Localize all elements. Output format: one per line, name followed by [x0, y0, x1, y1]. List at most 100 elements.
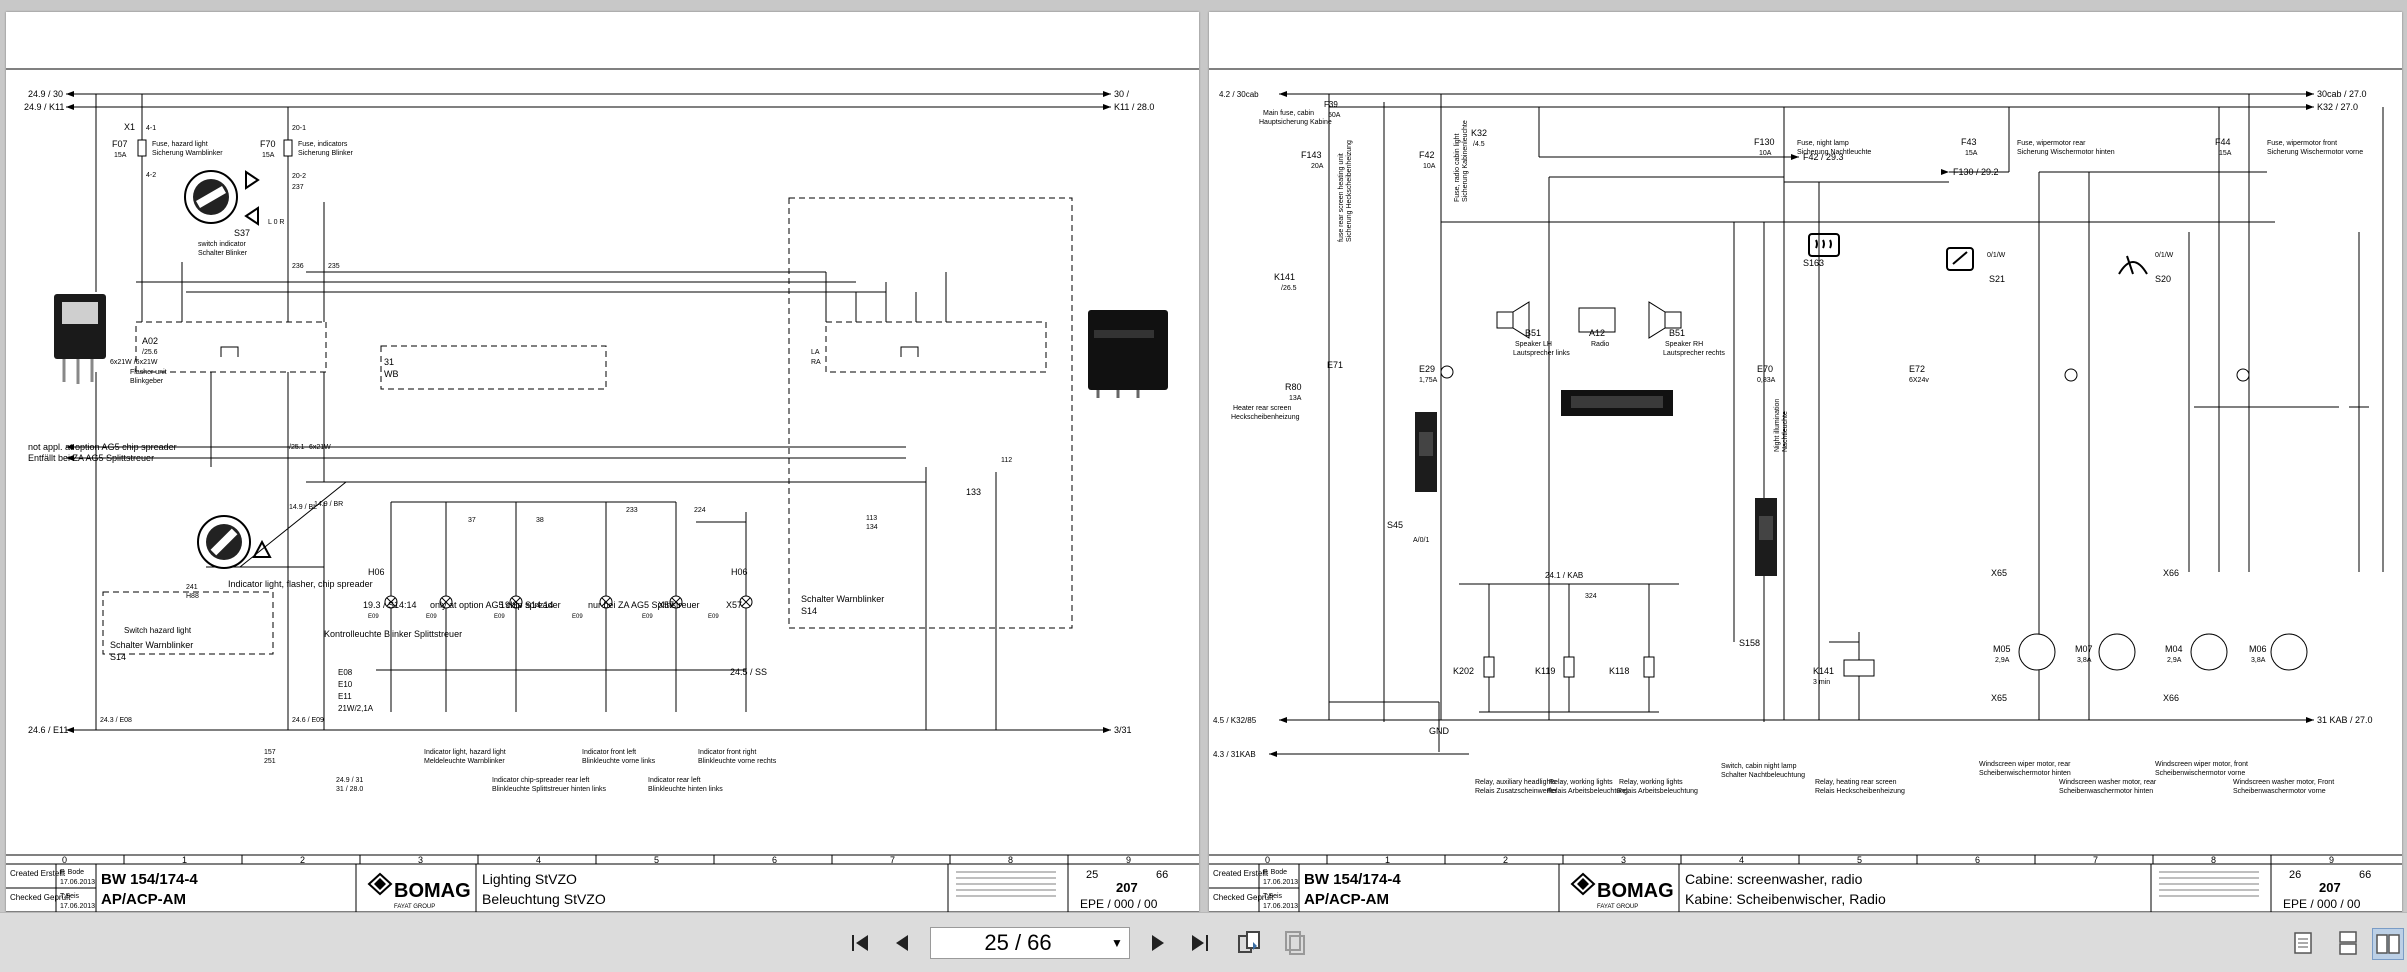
label-pin: 4-2 [146, 172, 156, 179]
column-label: 1 [182, 855, 187, 865]
label-f130-rating: 10A [1759, 150, 1772, 157]
label-fuse-night-en: Fuse, night lamp [1797, 140, 1849, 147]
label-k141: K141 [1274, 272, 1295, 282]
label-k32-ref: /4.5 [1473, 141, 1485, 148]
label-24-1-kab: 24.1 / KAB [1545, 571, 1583, 580]
variant: AP/ACP-AM [1304, 891, 1389, 908]
continuous-scroll-button[interactable] [2333, 928, 2363, 958]
page-total: 66 [2359, 869, 2371, 881]
label-f130: F130 [1754, 137, 1775, 147]
label-4-5-k32-85: 4.5 / K32/85 [1213, 716, 1257, 725]
label-31kab-27: 31 KAB / 27.0 [2317, 715, 2373, 725]
label-24-6-e11: 21W/2,1A [338, 704, 374, 713]
first-page-button[interactable] [845, 928, 875, 958]
single-page-button[interactable] [2288, 928, 2318, 958]
created-date: 17.06.2013 [60, 879, 95, 886]
page-total: 66 [1156, 869, 1168, 881]
label-m06: M06 [2249, 644, 2267, 654]
label-hazard-de: H88 [186, 593, 199, 600]
label-lor: L 0 R [268, 219, 284, 226]
label-f70-rating: 15A [262, 152, 275, 159]
caption-work-relay-2-en: Relay, working lights [1619, 779, 1683, 786]
label-h88: 133 [966, 487, 981, 497]
column-label: 3 [1621, 855, 1626, 865]
label-switch-indicator-de: Schalter Blinker [198, 250, 248, 257]
label-rating: E09 [426, 614, 437, 620]
label-e71: E71 [1327, 360, 1343, 370]
last-page-button[interactable] [1185, 928, 1215, 958]
two-page-view-icon [2376, 934, 2400, 954]
caption-washer-rear-en: Windscreen washer motor, rear [2059, 779, 2157, 786]
next-page-button[interactable] [1143, 928, 1173, 958]
column-label: 4 [536, 855, 541, 865]
label-m05: M05 [1993, 644, 2011, 654]
caption-aux-relay-de: Relais Zusatzscheinwerfer [1475, 788, 1558, 795]
label-f44-rating: 15A [2219, 150, 2232, 157]
label-m07: M07 [2075, 644, 2093, 654]
label-s20: S20 [2155, 274, 2171, 284]
label-pin: 235 [328, 263, 340, 270]
previous-page-icon [896, 935, 908, 951]
label-b51-right: B51 [1669, 328, 1685, 338]
checked-label: Checked Geprüft [10, 893, 71, 902]
label-fuse-wiper-rear-en: Fuse, wipermotor rear [2017, 140, 2086, 147]
caption-wiper-front-en: Windscreen wiper motor, front [2155, 761, 2248, 768]
flasher-relay-image-left [54, 294, 106, 384]
label-x66-b: X66 [2163, 693, 2179, 703]
caption-heat-relay-de: Relais Heckscheibenheizung [1815, 788, 1905, 795]
checked-label: Checked Geprüft [1213, 893, 1274, 902]
two-page-view-button[interactable] [2372, 928, 2404, 960]
label-s45: S45 [1387, 520, 1403, 530]
previous-page-button[interactable] [887, 928, 917, 958]
label-gnd: GND [1429, 726, 1450, 736]
page-selector[interactable]: 25 / 66 ▼ [930, 927, 1130, 959]
label-e08: only at option AG5 chip spreader [430, 600, 561, 610]
note-only-ag5-left-de: S14 [110, 652, 126, 662]
column-label: 4 [1739, 855, 1744, 865]
label-s21: S21 [1989, 274, 2005, 284]
sheet-title-de: Kabine: Scheibenwischer, Radio [1685, 891, 1886, 907]
label-k141-relay: K141 [1813, 666, 1834, 676]
label-h88-de: 134 [866, 524, 878, 531]
page-indicator-text: 25 / 66 [984, 930, 1052, 955]
drawing-no: 207 [1116, 880, 1138, 895]
label-k118: K118 [1609, 666, 1629, 676]
sheet-title-en: Lighting StVZO [482, 871, 577, 887]
caption-work-relay-de: Relais Arbeitsbeleuchtung [1547, 788, 1628, 795]
note-only-ag5-right-en: Schalter Warnblinker [801, 594, 884, 604]
rotate-view-button[interactable] [1235, 928, 1265, 958]
label-h88-en: 113 [866, 515, 877, 522]
label-r80: R80 [1285, 382, 1302, 392]
cabin-light-switch-image [1415, 412, 1437, 492]
caption-front-left-de: Meldeleuchte Warnblinker [424, 758, 505, 765]
label-fuse-hazard-en: Fuse, hazard light [152, 141, 208, 148]
label-vert-fuse-radio-de: Sicherung Kabinenleuchte [1462, 120, 1469, 202]
label-a02: A02 [142, 336, 158, 346]
created-by: P. Bode [60, 869, 84, 876]
label-31-28: 3/31 [1114, 725, 1132, 735]
label-fuse-indicators-en: Fuse, indicators [298, 141, 348, 148]
label-s45-pos: A/0/1 [1413, 537, 1429, 544]
label-pin: 4-1 [146, 125, 156, 132]
label-k141-ref: /26.5 [1281, 285, 1297, 292]
brand-logo: BOMAG [394, 880, 471, 902]
column-label: 9 [1126, 855, 1131, 865]
caption-heat-relay-en: Relay, heating rear screen [1815, 779, 1897, 786]
fit-width-button[interactable] [1280, 928, 1310, 958]
single-page-icon [2294, 932, 2312, 954]
column-label: 6 [1975, 855, 1980, 865]
label-fuse-hazard-de: Sicherung Warnblinker [152, 150, 223, 157]
label-f130-29-2: F130 / 29.2 [1953, 167, 1999, 177]
label-f143: F143 [1301, 150, 1322, 160]
caption-aux-relay-en: Relay, auxiliary headlights [1475, 779, 1556, 786]
night-lamp-switch-image [1755, 498, 1777, 576]
column-label: 2 [1503, 855, 1508, 865]
label-pin: 324 [1585, 593, 1597, 600]
label-vert-night-en: Night illumination [1774, 399, 1781, 452]
column-scale: 0 1 2 3 4 5 6 7 8 9 [6, 854, 1199, 865]
label-flasher-en: Flasher unit [130, 369, 167, 376]
caption-wiper-rear-de: Scheibenwischermotor hinten [1979, 770, 2071, 777]
switch-hazard-icon [197, 515, 272, 569]
note-only-ag5-right-de: S14 [801, 606, 817, 616]
label-fuse-night-de: Sicherung Nachtleuchte [1797, 149, 1871, 156]
